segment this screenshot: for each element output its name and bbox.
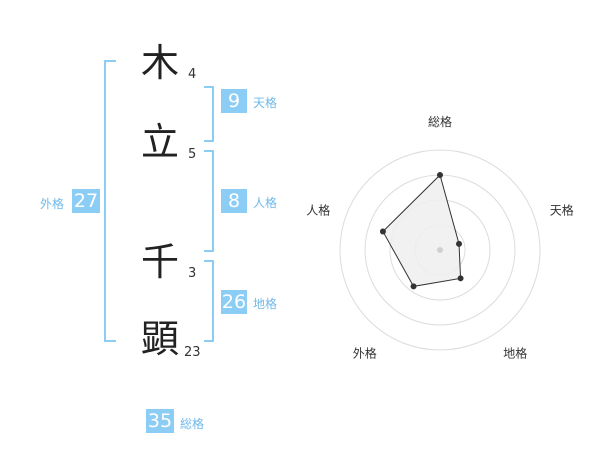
chikaku-value: 26 (221, 290, 247, 314)
radar-point (457, 275, 464, 282)
radar-axis-label: 人格 (306, 202, 330, 217)
soukaku-label: 総格 (180, 417, 205, 431)
radar-axis-label: 地格 (503, 346, 527, 361)
jinkaku-bracket (204, 150, 214, 252)
name-char-1-strokes: 4 (188, 67, 197, 82)
radar-point (456, 240, 463, 247)
radar-axis-label: 総格 (428, 114, 452, 129)
name-char-2: 立 (141, 120, 180, 164)
jinkaku-value: 8 (221, 189, 247, 213)
name-char-3: 千 (141, 240, 180, 284)
tenkaku-bracket (204, 86, 214, 142)
tenkaku-label: 天格 (253, 96, 278, 110)
name-char-3-strokes: 3 (188, 266, 197, 281)
name-char-4: 顕 (141, 317, 180, 361)
gaikaku-label: 外格 (40, 197, 65, 211)
radar-center (437, 247, 443, 253)
soukaku-value: 35 (146, 409, 174, 433)
gaikaku-value: 27 (72, 189, 100, 213)
radar-point (379, 228, 386, 235)
gaikaku-bracket (104, 60, 116, 342)
radar-axis-label: 天格 (550, 202, 574, 217)
name-char-1: 木 (141, 41, 180, 85)
radar-ring (339, 149, 541, 351)
radar-polygon (382, 174, 462, 287)
jinkaku-label: 人格 (253, 196, 278, 210)
radar-point (437, 172, 443, 178)
chikaku-label: 地格 (253, 297, 278, 311)
name-char-2-strokes: 5 (188, 147, 197, 162)
chikaku-bracket (204, 260, 214, 342)
radar-point (410, 283, 417, 290)
radar-axis-label: 外格 (353, 346, 377, 361)
tenkaku-value: 9 (221, 89, 247, 113)
name-char-4-strokes: 23 (184, 345, 201, 360)
